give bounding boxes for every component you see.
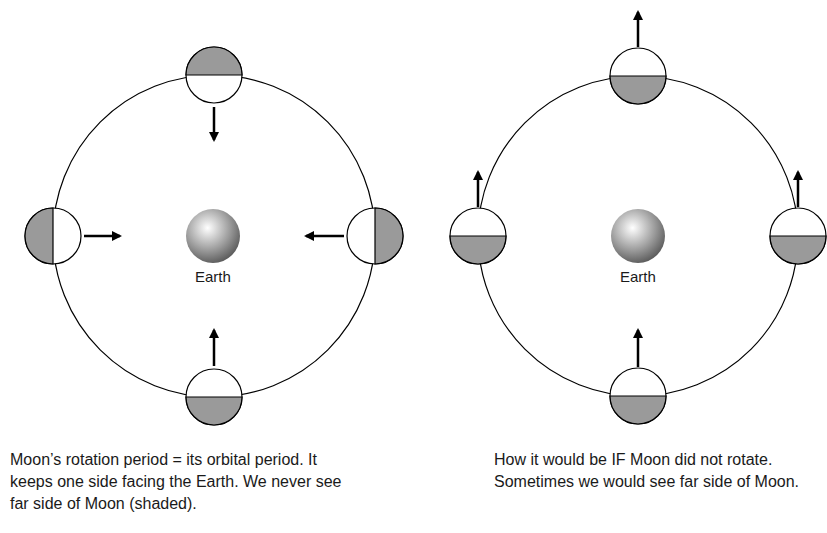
facing-arrows — [84, 107, 344, 366]
caption-text: How it would be IF Moon did not rotate. … — [494, 449, 814, 493]
earth-sphere — [611, 209, 665, 263]
facing-arrows — [478, 12, 798, 367]
orbit-circle — [478, 76, 798, 396]
moon-symbols — [25, 47, 403, 425]
earth-label: Earth — [620, 268, 656, 285]
orbit-circle — [53, 75, 375, 397]
earth-sphere — [186, 209, 240, 263]
caption-text: Moon’s rotation period = its orbital per… — [10, 449, 355, 515]
earth-label: Earth — [195, 268, 231, 285]
moon-symbols — [450, 48, 826, 424]
